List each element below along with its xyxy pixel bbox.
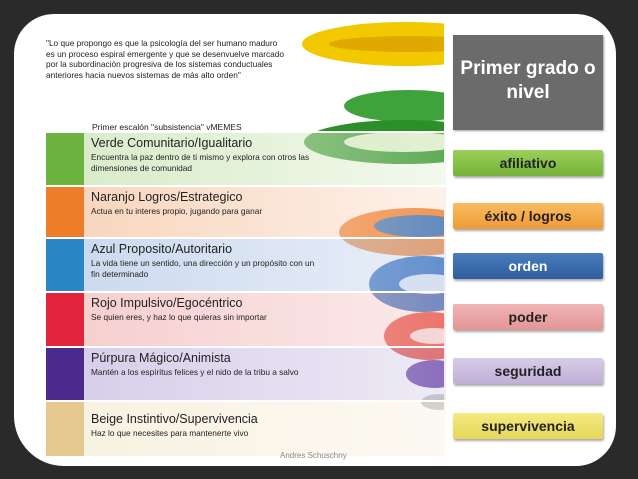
level-row-orange: Naranjo Logros/Estrategico Actua en tu i… [46, 185, 446, 237]
level-row-red: Rojo Impulsivo/Egocéntrico Se quien eres… [46, 291, 446, 346]
level-title: Beige Instintivo/Supervivencia [91, 412, 258, 426]
tag-seguridad: seguridad [453, 358, 603, 384]
level-desc: Se quien eres, y haz lo que quieras sin … [91, 312, 267, 322]
tag-orden: orden [453, 253, 603, 279]
level-title: Rojo Impulsivo/Egocéntrico [91, 296, 243, 310]
tag-poder: poder [453, 304, 603, 330]
level-row-blue: Azul Proposito/Autoritario La vida tiene… [46, 237, 446, 291]
level-title: Púrpura Mágico/Animista [91, 351, 231, 365]
level-title: Verde Comunitario/Igualitario [91, 136, 253, 150]
color-swatch [46, 402, 84, 456]
level-row-green: Verde Comunitario/Igualitario Encuentra … [46, 131, 446, 185]
grade-box: Primer grado o nivel [453, 35, 603, 130]
color-swatch [46, 348, 84, 400]
subtitle: Primer escalón "subsistencia" vMEMES [92, 122, 242, 132]
level-title: Naranjo Logros/Estrategico [91, 190, 243, 204]
color-swatch [46, 293, 84, 346]
level-desc: La vida tiene un sentido, una dirección … [91, 258, 315, 279]
tag-exito-logros: éxito / logros [453, 203, 603, 229]
slide: "Lo que propongo es que la psicología de… [14, 14, 616, 466]
quote-text: "Lo que propongo es que la psicología de… [46, 38, 284, 80]
level-desc: Encuentra la paz dentro de ti mismo y ex… [91, 152, 310, 173]
color-swatch [46, 133, 84, 185]
color-swatch [46, 187, 84, 237]
author-credit: Andres Schuschny [280, 451, 347, 460]
level-desc: Mantén a los espíritus felices y el nido… [91, 367, 299, 377]
color-swatch [46, 239, 84, 291]
level-row-purple: Púrpura Mágico/Animista Mantén a los esp… [46, 346, 446, 400]
tag-supervivencia: supervivencia [453, 413, 603, 439]
tag-afiliativo: afiliativo [453, 150, 603, 176]
level-row-beige: Beige Instintivo/Supervivencia Haz lo qu… [46, 400, 446, 456]
level-desc: Haz lo que necesites para mantenerte viv… [91, 428, 249, 438]
level-desc: Actua en tu interes propio, jugando para… [91, 206, 263, 216]
level-title: Azul Proposito/Autoritario [91, 242, 233, 256]
